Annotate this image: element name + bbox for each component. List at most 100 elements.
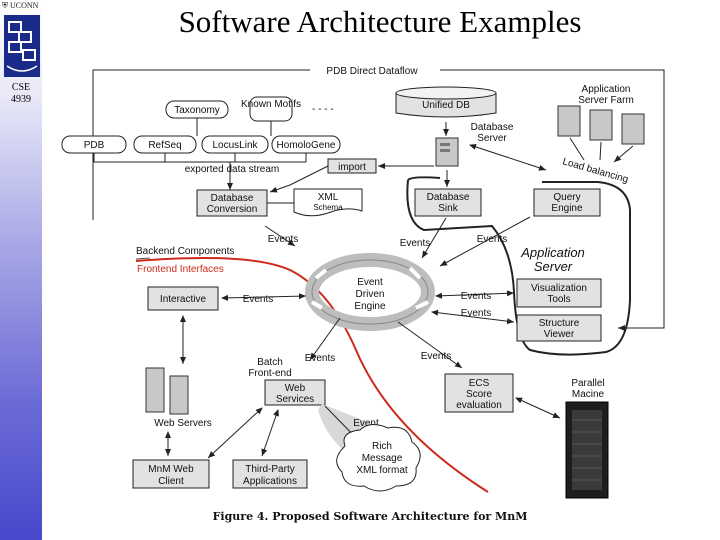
svg-text:Tools: Tools [547,294,570,305]
application-server-outline [406,179,631,356]
database-conversion-box: Database Conversion [196,189,268,217]
query-events-arrow [439,216,531,267]
database-sink-box: Database Sink [414,188,482,217]
svg-text:LocusLink: LocusLink [212,140,258,151]
svg-text:Visualization: Visualization [531,283,587,294]
dataflow-frame-right [440,69,665,331]
batch-frontend-label-1: Batch [257,357,283,368]
events-label-5: Events [461,291,492,302]
events-label-7: Events [305,353,336,364]
backend-tick [135,257,151,260]
svg-text:Conversion: Conversion [207,204,258,215]
application-server-outline-top [407,176,441,181]
ecs-score-box: ECS Score evaluation [444,373,514,413]
svg-text:RefSeq: RefSeq [148,140,181,151]
svg-text:Message: Message [362,453,403,464]
visualization-events-arrow [435,290,515,299]
web-services-third-party-arrow [261,409,279,457]
events-label-8: Events [421,351,452,362]
svg-text:evaluation: evaluation [456,400,502,411]
svg-text:Web: Web [285,383,306,394]
svg-text:Rich: Rich [372,441,392,452]
svg-text:Structure: Structure [539,318,580,329]
batch-frontend-label-2: Front-end [248,368,291,379]
conversion-events-arrow [264,225,296,247]
visualization-tools-box: Visualization Tools [516,278,602,308]
frame-label: PDB Direct Dataflow [326,66,418,77]
query-engine-box: Query Engine [533,188,601,217]
source-homologene: HomoloGene [271,135,341,154]
parallel-machine-label-2: Macine [572,389,605,400]
interactive-box: Interactive [147,286,219,311]
web-servers-icon [145,367,189,415]
web-servers-label: Web Servers [154,418,212,429]
source-links [93,118,307,163]
events-label-2: Events [400,238,431,249]
database-server-label-2: Server [477,133,507,144]
frontend-boundary-line [135,257,489,493]
sink-events-arrow [421,217,447,259]
svg-text:Engine: Engine [354,301,386,312]
app-server-farm-icon [557,105,645,145]
uconn-logo-icon [4,15,40,77]
source-known-motifs: Known Motifs [241,96,301,122]
database-server-icon [435,137,459,167]
parallel-machine-label-1: Parallel [571,378,604,389]
import-box: import [327,158,377,174]
left-sidebar-bar: ⛨ UCONN CSE 4939 [0,0,42,540]
engine-batch-events-arrow [309,317,341,361]
svg-text:Score: Score [466,389,493,400]
web-services-box: Web Services [264,379,326,406]
course-label: CSE 4939 [3,82,39,106]
frontend-interfaces-label: Frontend Interfaces [137,264,224,275]
mnm-web-client-box: MnM Web Client [132,459,210,489]
web-services-client-arrow [207,407,263,459]
backend-components-label: Backend Components [136,246,234,257]
server-farm-link [469,144,547,171]
svg-text:Engine: Engine [551,203,583,214]
source-taxonomy: Taxonomy [165,100,229,119]
svg-text:import: import [338,162,366,173]
events-label-4: Events [243,294,274,305]
exported-stream-label: exported data stream [185,164,280,175]
xml-schema-doc: XML Schema [293,188,363,217]
third-party-box: Third-Party Applications [232,459,308,489]
svg-text:Client: Client [158,476,184,487]
svg-text:Services: Services [276,394,314,405]
svg-text:Interactive: Interactive [160,294,207,305]
course-code: CSE [11,82,31,93]
uconn-label: ⛨ UCONN [2,1,39,10]
svg-text:Schema: Schema [313,203,343,212]
events-label-6: Events [461,308,492,319]
architecture-diagram: PDB Direct Dataflow Taxonomy Known Motif… [61,66,665,499]
load-balance-arrows [569,137,634,162]
rich-message-cloud: Rich Message XML format [336,424,421,492]
app-farm-label-1: Application [582,84,631,95]
viewer-events-arrow [431,309,515,325]
svg-text:XML: XML [318,192,339,203]
database-server-label-1: Database [471,122,514,133]
svg-text:Database: Database [427,192,470,203]
interactive-events-arrow [221,293,307,301]
svg-text:ECS: ECS [469,378,490,389]
svg-text:HomoloGene: HomoloGene [277,140,336,151]
structure-viewer-box: Structure Viewer [516,314,602,342]
svg-text:MnM Web: MnM Web [148,464,194,475]
svg-text:XML format: XML format [356,465,408,476]
svg-text:PDB: PDB [84,140,105,151]
slide-title: Software Architecture Examples [178,4,582,39]
application-server-label-1: Application [520,245,585,260]
app-farm-label-2: Server Farm [578,95,634,106]
parallel-machine-icon [565,401,609,499]
events-label-3: Events [477,234,508,245]
svg-text:Third-Party: Third-Party [245,464,294,475]
svg-text:Taxonomy: Taxonomy [174,105,220,116]
source-refseq: RefSeq [133,135,197,154]
svg-text:Driven: Driven [356,289,385,300]
event-engine-ring: Event Driven Engine [305,253,435,331]
svg-text:Database: Database [211,193,254,204]
figure-caption: Figure 4. Proposed Software Architecture… [212,510,528,523]
svg-text:Known Motifs: Known Motifs [241,99,301,110]
svg-text:Viewer: Viewer [544,329,575,340]
sources-ellipsis: - - - - [312,104,334,115]
